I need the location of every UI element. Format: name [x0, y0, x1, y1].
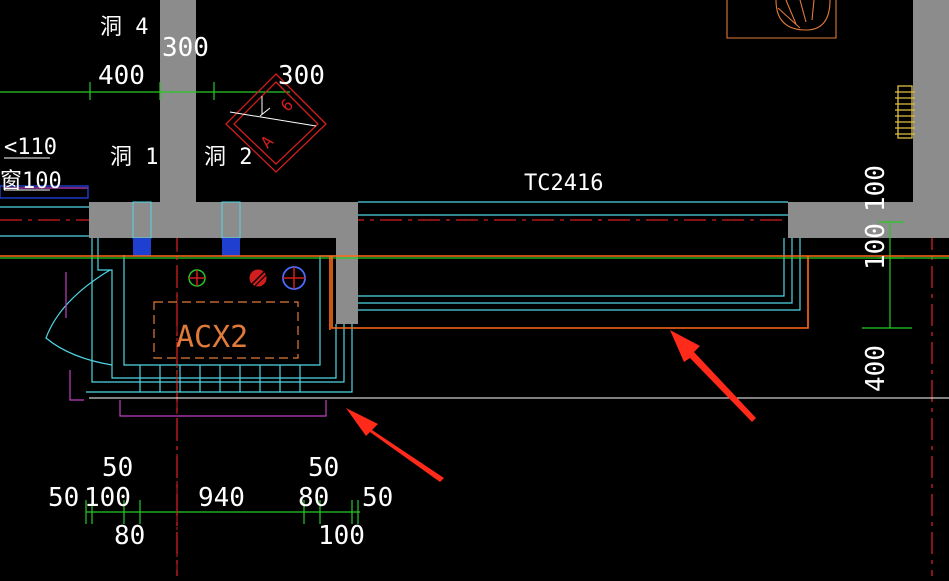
hole2-label: 洞 2	[204, 145, 253, 170]
acx2-box	[153, 301, 299, 359]
wall-stub	[336, 202, 358, 324]
pipe-symbols	[188, 266, 306, 290]
fan-icon	[726, 0, 837, 39]
coil-icon	[895, 85, 915, 139]
annotation-arrows	[346, 330, 756, 482]
wall-horizontal-left	[89, 202, 358, 238]
dim-bottom-lower-2: 100	[318, 521, 365, 551]
opening-hole2-fill	[222, 238, 240, 256]
white-lines	[4, 157, 949, 399]
walls	[89, 0, 949, 324]
dim-bottom-main-4: 80	[298, 483, 329, 513]
green-lines	[0, 82, 949, 524]
opening-hole1-fill	[133, 238, 151, 256]
dim-bottom-main-2: 100	[84, 483, 131, 513]
wall-left-vertical	[160, 0, 196, 205]
dim-bottom-main-1: 50	[48, 483, 79, 513]
wall-openings	[132, 201, 241, 256]
dim-right-1: 100	[861, 165, 891, 212]
dim-bottom-upper-2: 50	[308, 453, 339, 483]
left-partial-top-label: <110	[4, 135, 57, 160]
hole4-label: 洞 4	[100, 15, 149, 40]
wall-horizontal-right	[788, 202, 949, 238]
dim-bottom-upper-1: 50	[102, 453, 133, 483]
hole1-label: 洞 1	[110, 145, 159, 170]
dim-right-3: 400	[861, 345, 891, 392]
arrow-lower-left-icon	[346, 408, 444, 482]
magenta-lines	[4, 187, 327, 417]
dim-right-2: 100	[861, 223, 891, 270]
dim-bottom-main-3: 940	[198, 483, 245, 513]
cyan-lines	[0, 201, 801, 393]
orange-lines	[0, 255, 949, 330]
dim-top-1: 300	[162, 33, 209, 63]
section-marker-icon	[225, 73, 327, 173]
dim-top-3: 300	[278, 61, 325, 91]
left-blue-bar	[0, 185, 89, 199]
wall-right-vertical	[913, 0, 949, 238]
acx2-label: ACX2	[176, 320, 248, 355]
marker-label-top: 9	[276, 95, 296, 115]
dim-top-2: 400	[98, 61, 145, 91]
arrow-upper-right-icon	[670, 330, 756, 422]
dim-bottom-lower-1: 80	[114, 521, 145, 551]
window-label: TC2416	[524, 171, 603, 196]
left-partial-bottom-label: 窗100	[0, 169, 62, 194]
dim-bottom-main-5: 50	[362, 483, 393, 513]
